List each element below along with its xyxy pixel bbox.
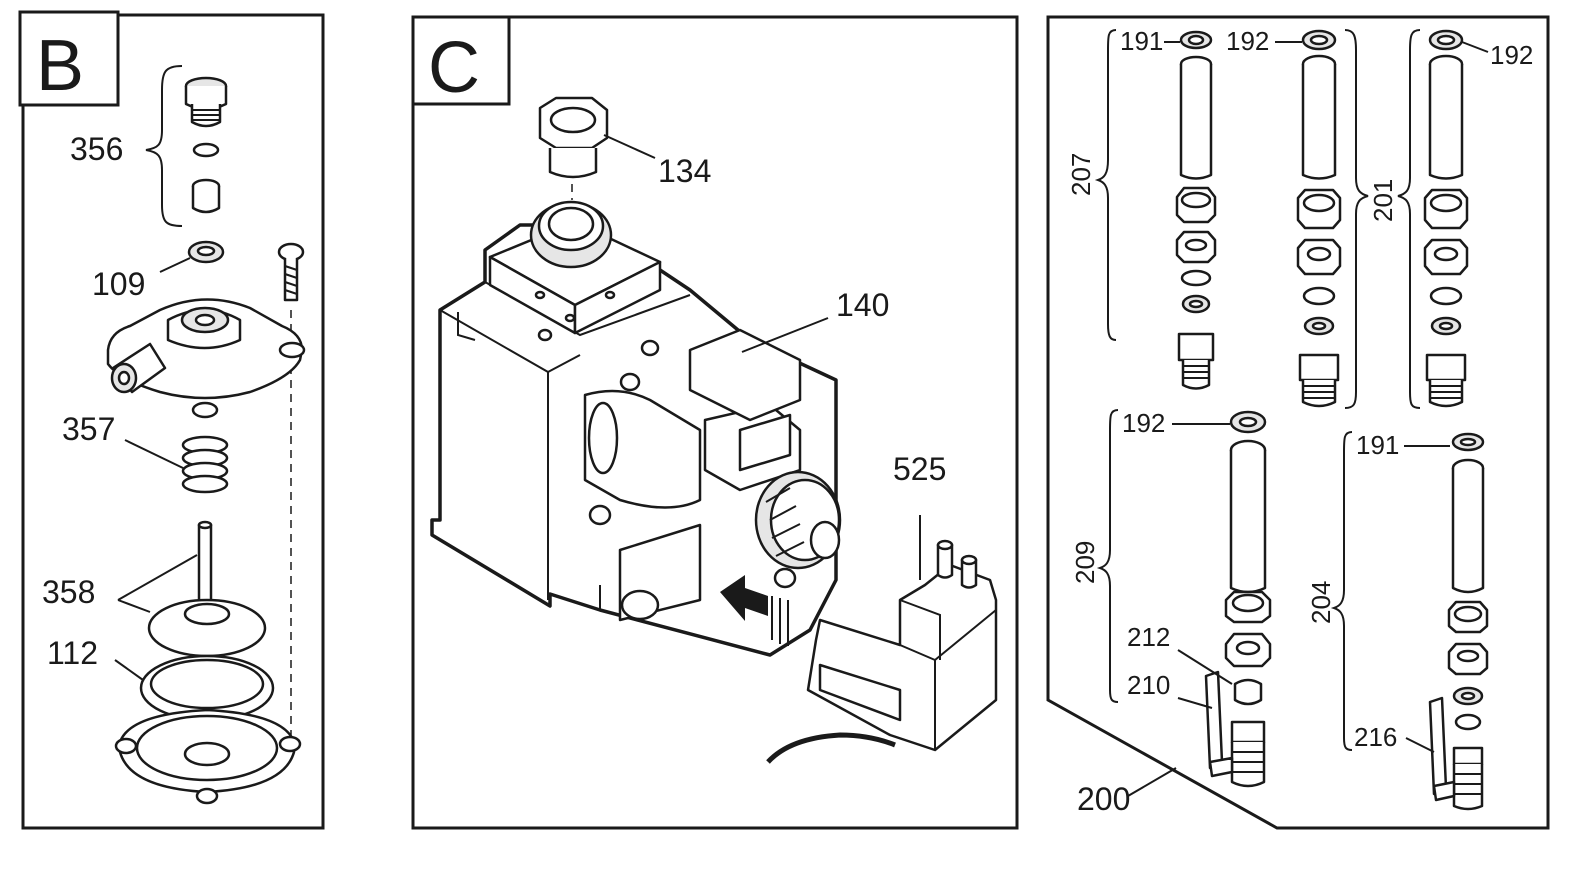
diaphragm-358-part (147, 520, 267, 658)
brace-356 (145, 65, 183, 227)
leader-357 (124, 439, 184, 469)
leader-200 (1127, 767, 1177, 797)
label-191-b: 191 (1356, 430, 1399, 460)
leader-210 (1177, 697, 1213, 709)
o-ring-part (192, 142, 220, 158)
label-192-b: 192 (1490, 40, 1533, 70)
panel-kits-frame (1046, 15, 1550, 830)
label-207: 207 (1066, 153, 1096, 196)
brace-204 (1330, 431, 1353, 751)
brace-201-right (1397, 29, 1421, 409)
label-192-a: 192 (1226, 26, 1269, 56)
label-204: 204 (1306, 581, 1336, 624)
fitting-column-middle (1296, 29, 1342, 408)
fitting-column-209 (1204, 410, 1272, 788)
label-212: 212 (1127, 622, 1170, 652)
washer-109-part (187, 240, 225, 264)
leader-192-b (1461, 41, 1489, 53)
label-357: 357 (62, 411, 115, 447)
label-525: 525 (893, 451, 946, 487)
gasket-112-part (139, 654, 275, 722)
label-201: 201 (1368, 179, 1398, 222)
panel-c-frame (411, 15, 1019, 830)
fitting-column-204 (1428, 432, 1489, 811)
cylinder-insert-part (191, 178, 221, 214)
leader-140 (741, 317, 829, 353)
leader-109 (159, 257, 191, 273)
gas-valve-body-140-part (430, 200, 842, 657)
label-140: 140 (836, 287, 889, 323)
brace-209 (1096, 409, 1119, 703)
brace-207 (1094, 29, 1117, 341)
leader-216 (1405, 737, 1435, 753)
panel-c-tag-box (411, 15, 511, 106)
ignition-module-525-part (766, 515, 998, 764)
label-109: 109 (92, 266, 145, 302)
fitting-column-207 (1175, 30, 1217, 390)
hex-cap-134-part (538, 96, 609, 179)
label-358: 358 (42, 574, 95, 610)
panel-b: B 356 109 (18, 10, 325, 830)
label-200: 200 (1077, 781, 1130, 817)
label-112: 112 (47, 635, 98, 671)
base-plate-part (114, 708, 302, 805)
label-209: 209 (1070, 541, 1100, 584)
panel-b-tag-box (18, 10, 120, 107)
spring-357-part (181, 435, 229, 494)
panel-kits: 207 191 192 (1046, 15, 1550, 830)
label-216: 216 (1354, 722, 1397, 752)
regulator-cover-part (106, 298, 306, 419)
screw-part (277, 242, 305, 302)
leader-134 (603, 134, 656, 159)
label-356: 356 (70, 131, 123, 167)
panel-c: C 134 (411, 15, 1019, 830)
leader-212 (1177, 649, 1233, 685)
label-192-c: 192 (1122, 408, 1165, 438)
panel-b-tag: B (36, 26, 84, 106)
leader-358 (117, 554, 198, 613)
label-210: 210 (1127, 670, 1170, 700)
leader-112 (114, 659, 144, 681)
insert-arrow-icon (720, 575, 789, 646)
panel-c-tag: C (428, 28, 480, 108)
label-134: 134 (658, 153, 711, 189)
cap-screw-part (184, 76, 228, 128)
label-191-top: 191 (1120, 26, 1163, 56)
panel-b-frame (21, 13, 325, 830)
brace-201-left (1344, 29, 1369, 409)
fitting-column-201 (1423, 29, 1469, 408)
